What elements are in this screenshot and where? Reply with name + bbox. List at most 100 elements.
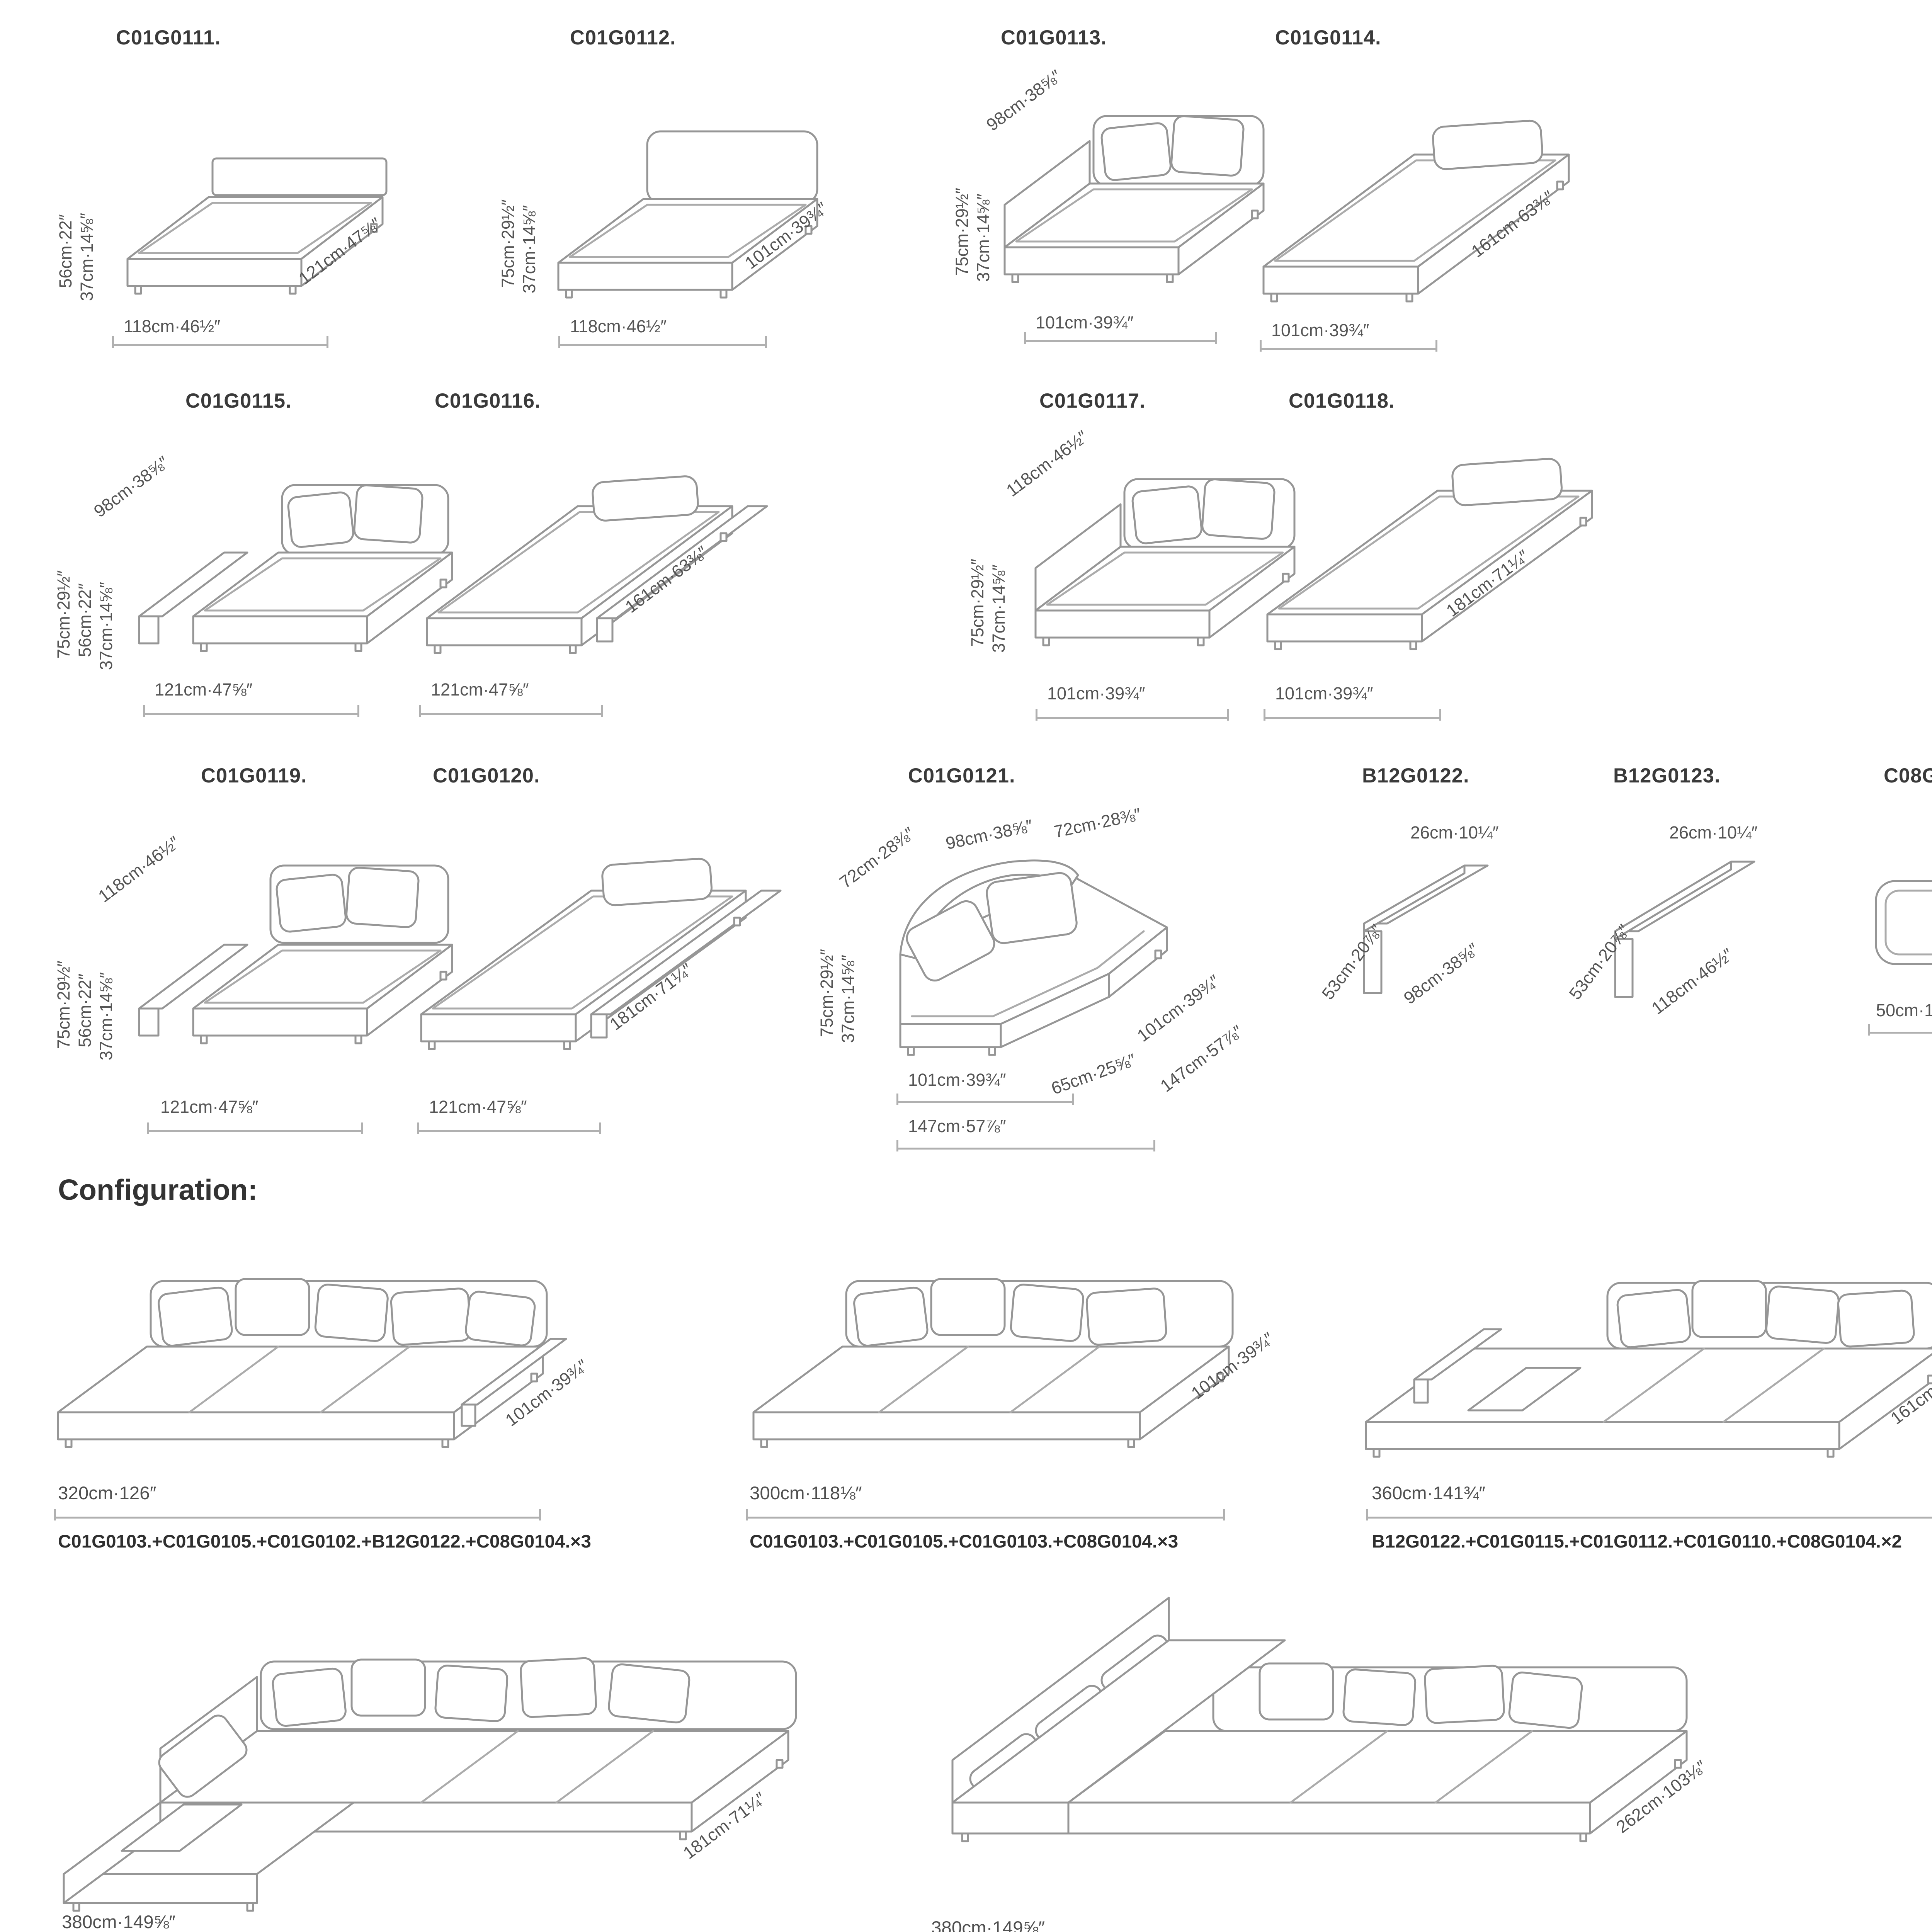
config-total-width: 380cm·149⅝″ xyxy=(931,1918,1045,1932)
module-code: C01G0121. xyxy=(908,765,1015,788)
config-total-width: 320cm·126″ xyxy=(58,1484,156,1505)
dim-height-seat: 37cm·14⅝″ xyxy=(989,564,1009,653)
module-code: B12G0123. xyxy=(1613,765,1721,788)
dim-line xyxy=(1024,332,1217,344)
module-card-c01g0117: C01G0117. 118cm·46½″ 75cm·29½″ 37cm·14⅝″… xyxy=(962,386,1383,753)
module-code: C01G0111. xyxy=(116,27,221,50)
dim-width-inner: 101cm·39¾″ xyxy=(908,1070,1006,1090)
dim-height-total: 75cm·29½″ xyxy=(817,949,837,1037)
dim-height-seat: 37cm·14⅝″ xyxy=(97,972,116,1061)
config-drawing-3 xyxy=(1365,1280,1932,1458)
dim-width: 121cm·47⅝″ xyxy=(155,680,253,699)
module-code: C01G0116. xyxy=(435,390,541,413)
dim-height-total: 75cm·29½″ xyxy=(54,960,73,1049)
module-card-c01g0112: C01G0112. 75cm·29½″ 37cm·14⅝″ 118cm·46½″… xyxy=(493,27,889,375)
module-card-c01g0113: C01G0113. 98cm·38⅝″ 75cm·29½″ 37cm·14⅝″ … xyxy=(923,27,1339,375)
module-card-c01g0119: C01G0119. 118cm·46½″ 75cm·29½″ 56cm·22″ … xyxy=(54,757,514,1163)
configuration-5: 380cm·149⅝″ 262cm·103⅛″ C01G0114.+C01G01… xyxy=(923,1580,1783,1932)
configuration-3: 360cm·141¾″ 161cm·63⅜″ B12G0122.+C01G011… xyxy=(1352,1240,1932,1569)
dim-line xyxy=(419,705,603,717)
config-code: B12G0122.+C01G0115.+C01G0112.+C01G0110.+… xyxy=(1372,1532,1902,1553)
config-total-width: 380cm·149⅝″ xyxy=(62,1913,176,1932)
dim-back-right: 72cm·28⅜″ xyxy=(1052,804,1143,842)
module-code: C01G0112. xyxy=(570,27,676,50)
module-card-c01g0116: C01G0116. 121cm·47⅝″ 161cm·63⅜″ xyxy=(377,386,798,753)
configuration-1: 320cm·126″ 101cm·39¾″ C01G0103.+C01G0105… xyxy=(48,1246,647,1565)
configuration-heading: Configuration: xyxy=(58,1175,258,1208)
module-card-b12g0123: B12G0123. 26cm·10¼″ 53cm·20⅞″ 118cm·46½″ xyxy=(1565,757,1851,1163)
dim-width-outer: 147cm·57⅞″ xyxy=(908,1117,1006,1136)
dim-width: 50cm·19⅝″ xyxy=(1876,1001,1932,1020)
module-drawing-c01g0113 xyxy=(1003,115,1265,283)
module-drawing-c01g0119 xyxy=(138,864,453,1044)
dim-height-total: 75cm·29½″ xyxy=(54,570,73,659)
dim-width: 101cm·39¾″ xyxy=(1047,684,1145,703)
dim-width: 118cm·46½″ xyxy=(124,317,221,336)
module-code: C01G0113. xyxy=(1001,27,1107,50)
module-drawing-c01g0117 xyxy=(1034,478,1296,646)
dim-line xyxy=(1264,709,1441,721)
dim-width: 121cm·47⅝″ xyxy=(431,680,529,699)
dim-line xyxy=(112,336,328,348)
module-code: C01G0115. xyxy=(185,390,292,413)
dim-line xyxy=(1868,1024,1932,1036)
dim-line xyxy=(1366,1509,1932,1520)
dim-width: 101cm·39¾″ xyxy=(1271,321,1369,340)
dim-line xyxy=(1036,709,1229,721)
module-drawing-c01g0112 xyxy=(557,130,818,299)
dim-line xyxy=(1260,340,1437,352)
module-drawing-c01g0116 xyxy=(426,475,768,654)
module-code: C08G0104. xyxy=(1884,765,1932,788)
dim-line xyxy=(54,1509,541,1520)
dim-width: 101cm·39¾″ xyxy=(1036,313,1134,332)
dim-width: 118cm·46½″ xyxy=(570,317,667,336)
config-drawing-1 xyxy=(57,1278,567,1448)
dim-height-total: 56cm·22″ xyxy=(56,214,75,288)
module-drawing-b12g0122 xyxy=(1363,864,1489,994)
dim-line xyxy=(143,705,359,717)
dim-height-seat: 37cm·14⅝″ xyxy=(520,205,539,294)
config-total-width: 300cm·118⅛″ xyxy=(750,1484,862,1505)
dim-height-mid: 56cm·22″ xyxy=(75,583,95,657)
module-card-c01g0114: C01G0114. 101cm·39¾″ 161cm·63⅜″ xyxy=(1213,27,1638,375)
dim-line xyxy=(147,1122,363,1134)
module-card-c01g0118: C01G0118. 101cm·39¾″ 181cm·71¼″ xyxy=(1213,386,1642,753)
module-drawing-c01g0115 xyxy=(138,484,453,652)
config-drawing-5 xyxy=(951,1597,1688,1842)
module-drawing-c01g0120 xyxy=(420,857,782,1050)
configuration-4: 380cm·149⅝″ 181cm·71¼″ C01G0117.+C01G010… xyxy=(54,1580,885,1932)
module-card-c08g0104: C08G0104. 50cm·19⅝″ 50cm·19⅝″ xyxy=(1826,757,1932,1163)
dim-width: 101cm·39¾″ xyxy=(1275,684,1373,703)
module-code: B12G0122. xyxy=(1362,765,1469,788)
module-card-b12g0122: B12G0122. 26cm·10¼″ 53cm·20⅞″ 98cm·38⅝″ xyxy=(1318,757,1600,1163)
dim-height-mid: 56cm·22″ xyxy=(75,973,95,1048)
dim-height-seat: 37cm·14⅝″ xyxy=(97,582,116,670)
module-card-c01g0111: C01G0111. 56cm·22″ 37cm·14⅝″ 118cm·46½″ … xyxy=(54,27,450,375)
module-drawing-c08g0104 xyxy=(1875,880,1932,965)
dim-height-total: 75cm·29½″ xyxy=(498,199,518,288)
module-code: C01G0117. xyxy=(1039,390,1146,413)
module-drawing-c01g0114 xyxy=(1262,119,1570,303)
module-drawing-c01g0118 xyxy=(1266,457,1593,650)
config-total-width: 360cm·141¾″ xyxy=(1372,1484,1486,1505)
config-code: C01G0103.+C01G0105.+C01G0102.+B12G0122.+… xyxy=(58,1532,591,1553)
config-code: C01G0103.+C01G0105.+C01G0103.+C08G0104.×… xyxy=(750,1532,1179,1553)
module-drawing-b12g0123 xyxy=(1614,861,1755,998)
module-card-c01g0121: C01G0121. 72cm·28⅜″ 98cm·38⅝″ 72cm·28⅜″ … xyxy=(808,757,1314,1173)
module-code: C01G0114. xyxy=(1275,27,1381,50)
config-drawing-4 xyxy=(63,1657,797,1912)
module-card-c01g0120: C01G0120. 121cm·47⅝″ 181cm·71¼″ xyxy=(371,757,800,1163)
dim-line xyxy=(896,1094,1074,1105)
module-code: C01G0118. xyxy=(1289,390,1395,413)
module-code: C01G0119. xyxy=(201,765,307,788)
module-code: C01G0120. xyxy=(433,765,540,788)
dim-line xyxy=(558,336,767,348)
config-drawing-2 xyxy=(752,1278,1234,1448)
dim-top-width: 26cm·10¼″ xyxy=(1669,823,1758,842)
module-card-c01g0115: C01G0115. 98cm·38⅝″ 75cm·29½″ 56cm·22″ 3… xyxy=(54,386,502,753)
dim-height-seat: 37cm·14⅝″ xyxy=(974,193,993,282)
dim-top-width: 26cm·10¼″ xyxy=(1410,823,1499,842)
module-drawing-c01g0121 xyxy=(899,859,1168,1056)
dim-height-total: 75cm·29½″ xyxy=(968,558,987,647)
